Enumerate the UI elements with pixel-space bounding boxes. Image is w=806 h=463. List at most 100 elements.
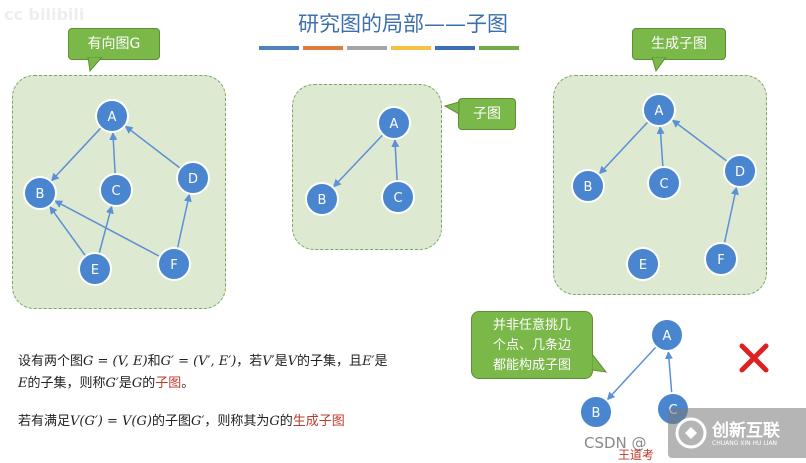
def-l2-subgraph-term: 子图 [155, 376, 182, 391]
g1-edge-D-A [124, 125, 181, 169]
callout-directed-graph-label: 有向图G [87, 36, 141, 52]
g3-node-D: D [723, 154, 757, 188]
invalid-cross-icon [739, 343, 769, 373]
brand-logo-icon [675, 417, 707, 449]
title-bar-1 [259, 46, 299, 50]
def-l1-h: V [287, 354, 298, 369]
title-bar-4 [391, 46, 431, 50]
g1-node-F-label: F [170, 258, 177, 273]
g3-node-A: A [642, 93, 676, 127]
def-l2-b: 的子集，则称 [27, 376, 106, 391]
def-l2-d: 是 [118, 376, 132, 391]
g1-node-A: A [95, 99, 129, 133]
g1-node-D-label: D [188, 172, 198, 187]
g1-edge-F-B [54, 200, 161, 258]
graph-box-subgraph [292, 84, 442, 250]
def-l2-f: 的 [142, 376, 156, 391]
g2-node-B-circle [305, 182, 339, 216]
callout-spanning-subgraph: 生成子图 [632, 28, 726, 60]
definition-line-1: 设有两个图G = (V, E)和G′ = (V′, E′)，若V′是V的子集，且… [18, 350, 388, 369]
g3-node-C-label: C [659, 177, 668, 192]
g2-node-A-circle [377, 106, 411, 140]
def-l1-c: 和 [147, 354, 161, 369]
g1-edge-E-C [98, 205, 114, 254]
g3-node-C: C [647, 166, 681, 200]
brand-logo: 创新互联 CHUANG XIN HU LIAN [668, 408, 806, 458]
g2-node-A-label: A [390, 117, 399, 132]
g1-edge-A-B [50, 127, 102, 182]
g1-node-B-label: B [36, 187, 45, 202]
csdn-watermark: CSDN @ [584, 434, 647, 452]
title-bar-5 [435, 46, 475, 50]
g3-node-F-label: F [717, 253, 724, 268]
g1-edge-E-B [49, 205, 87, 257]
g4-edge-A-B [606, 346, 657, 401]
def-l1-e: ，若 [236, 354, 263, 369]
g1-edge-F-D [176, 193, 192, 249]
def-l3-c: 的子图 [151, 414, 191, 429]
def-l3-f: G [269, 414, 280, 429]
brand-name: 创新互联 [712, 421, 780, 441]
g4-node-B-circle [579, 395, 613, 429]
g4-node-A-circle [650, 318, 684, 352]
page-title: 研究图的局部——子图 [298, 12, 508, 36]
g1-node-C-circle [99, 173, 133, 207]
callout-note-line-1: 并非任意挑几 [492, 318, 571, 333]
g2-node-C-label: C [393, 191, 402, 206]
def-l1-g: 是 [274, 354, 288, 369]
g1-node-E-label: E [91, 263, 99, 278]
g4-node-A: A [650, 318, 684, 352]
g4-edge-C-A [664, 350, 673, 394]
callout-note-line-2: 个点、几条边 [492, 338, 571, 353]
g1-node-E-circle [78, 252, 112, 286]
g3-edge-F-D [723, 186, 739, 244]
title-bar-6 [479, 46, 519, 50]
def-l3-a: 若有满足 [18, 414, 71, 429]
callout-spanning-subgraph-label: 生成子图 [651, 36, 707, 52]
g3-edge-C-A [656, 125, 665, 168]
g3-edge-D-A [671, 119, 728, 162]
g3-node-B-circle [571, 169, 605, 203]
callout-subgraph-label: 子图 [473, 106, 501, 122]
g1-node-B: B [23, 176, 57, 210]
g3-node-E: E [626, 247, 660, 281]
g1-node-D: D [176, 161, 210, 195]
g3-node-B-label: B [584, 180, 593, 195]
g1-node-F: F [157, 247, 191, 281]
definition-line-2: E的子集，则称G′是G的子图。 [18, 372, 194, 391]
g2-edge-A-B [333, 134, 384, 188]
g3-node-D-label: D [735, 165, 745, 180]
title-bar-3 [347, 46, 387, 50]
def-l1-f: V′ [262, 354, 275, 369]
def-l1-k: 是 [374, 354, 388, 369]
callout-directed-graph: 有向图G [68, 28, 160, 60]
faint-watermark: cc bilibili [4, 5, 84, 24]
brand-subtitle: CHUANG XIN HU LIAN [712, 440, 778, 447]
g2-node-C-circle [381, 180, 415, 214]
g4-node-B-label: B [592, 406, 601, 421]
g4-node-B: B [579, 395, 613, 429]
g1-node-C: C [99, 173, 133, 207]
g1-node-D-circle [176, 161, 210, 195]
title-bar-2 [303, 46, 343, 50]
callout-directed-graph-tail [87, 57, 103, 73]
def-l2-h: 。 [181, 376, 195, 391]
def-l3-g: 的 [279, 414, 293, 429]
g1-node-B-circle [23, 176, 57, 210]
g1-node-E: E [78, 252, 112, 286]
g1-node-A-circle [95, 99, 129, 133]
g2-node-A: A [377, 106, 411, 140]
g3-node-F: F [704, 242, 738, 276]
g3-node-C-circle [647, 166, 681, 200]
callout-note-line-3: 都能构成子图 [492, 358, 571, 373]
def-l1-d: G′ = (V′, E′) [160, 354, 237, 369]
g2-node-B: B [305, 182, 339, 216]
def-l3-e: ，则称其为 [204, 414, 270, 429]
def-l3-b: V(G′) = V(G) [70, 414, 152, 429]
svg-text:cc bilibili: cc bilibili [4, 5, 84, 24]
g3-node-E-circle [626, 247, 660, 281]
def-l2-e: G [131, 376, 143, 391]
callout-note: 并非任意挑几 个点、几条边 都能构成子图 [471, 311, 593, 379]
g2-node-B-label: B [318, 193, 327, 208]
